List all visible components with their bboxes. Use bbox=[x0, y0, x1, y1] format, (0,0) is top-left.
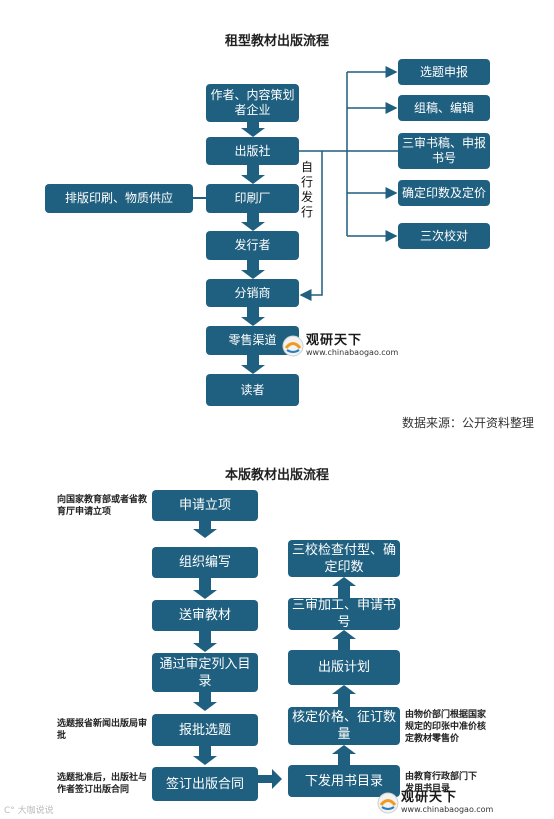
branch-box-review: 三审书稿、申报书号 bbox=[398, 133, 490, 169]
flow2-box-submit: 送审教材 bbox=[152, 600, 258, 631]
flow2-box-plan: 出版计划 bbox=[288, 650, 400, 685]
note-contract: 选题批准后，出版社与作者签订出版合同 bbox=[57, 773, 148, 795]
flow1-box-distributor: 发行者 bbox=[206, 231, 299, 260]
flow2-box-report-topic: 报批选题 bbox=[152, 714, 258, 746]
watermark-url: www.chinabaogao.com bbox=[401, 805, 494, 814]
flow1-box-publisher: 出版社 bbox=[206, 137, 299, 165]
flow1-box-printing-supply: 排版印刷、物质供应 bbox=[45, 184, 193, 213]
data-source: 数据来源：公开资料整理 bbox=[402, 416, 535, 430]
branch-box-proofread: 三次校对 bbox=[398, 223, 490, 249]
flow1-box-reseller: 分销商 bbox=[206, 279, 299, 307]
branch-box-topic-report: 选题申报 bbox=[398, 59, 490, 85]
flow2-box-contract: 签订出版合同 bbox=[152, 767, 258, 801]
flow2-box-proof-print: 三校检查付型、确定印数 bbox=[288, 540, 400, 577]
note-catalog: 由教育行政部门下发用书目录 bbox=[405, 772, 478, 794]
watermark-brand: 观研天下 bbox=[306, 333, 363, 348]
flow2-box-apply: 申请立项 bbox=[152, 490, 258, 521]
branch-box-pricing: 确定印数及定价 bbox=[398, 180, 490, 206]
note-apply: 向国家教育部或者省教育厅申请立项 bbox=[57, 495, 148, 517]
logo-icon bbox=[377, 792, 399, 813]
watermark-logo: 观研天下 www.chinabaogao.com bbox=[282, 334, 398, 357]
flow2-box-review-isbn: 三审加工、申请书号 bbox=[288, 598, 400, 630]
flow1-box-retail: 零售渠道 bbox=[206, 326, 299, 355]
self-distribution-label: 自行发行 bbox=[301, 160, 314, 219]
flow2-box-approved: 通过审定列入目录 bbox=[152, 653, 258, 692]
logo-icon bbox=[282, 335, 304, 356]
flow1-box-printer: 印刷厂 bbox=[206, 184, 299, 213]
flow2-box-price: 核定价格、征订数量 bbox=[288, 707, 400, 745]
flow2-box-catalog: 下发用书目录 bbox=[288, 765, 400, 797]
watermark-logo-2: 观研天下 www.chinabaogao.com bbox=[377, 791, 493, 814]
diagram2-title: 本版教材出版流程 bbox=[224, 468, 329, 483]
branch-box-edit: 组稿、编辑 bbox=[398, 95, 490, 121]
flow2-box-compile: 组织编写 bbox=[152, 547, 258, 578]
watermark-url: www.chinabaogao.com bbox=[306, 348, 399, 357]
note-price: 由物价部门根据国家规定的印张中准价核定教材零售价 bbox=[405, 710, 487, 744]
flow1-box-reader: 读者 bbox=[206, 374, 299, 406]
diagram1-title: 租型教材出版流程 bbox=[224, 34, 329, 49]
note-select: 选题报省新闻出版局审批 bbox=[57, 719, 148, 741]
flow1-box-author: 作者、内容策划者企业 bbox=[206, 84, 299, 122]
watermark-brand: 观研天下 bbox=[401, 790, 458, 805]
corner-watermark: C° 大咖说说 bbox=[4, 806, 54, 816]
